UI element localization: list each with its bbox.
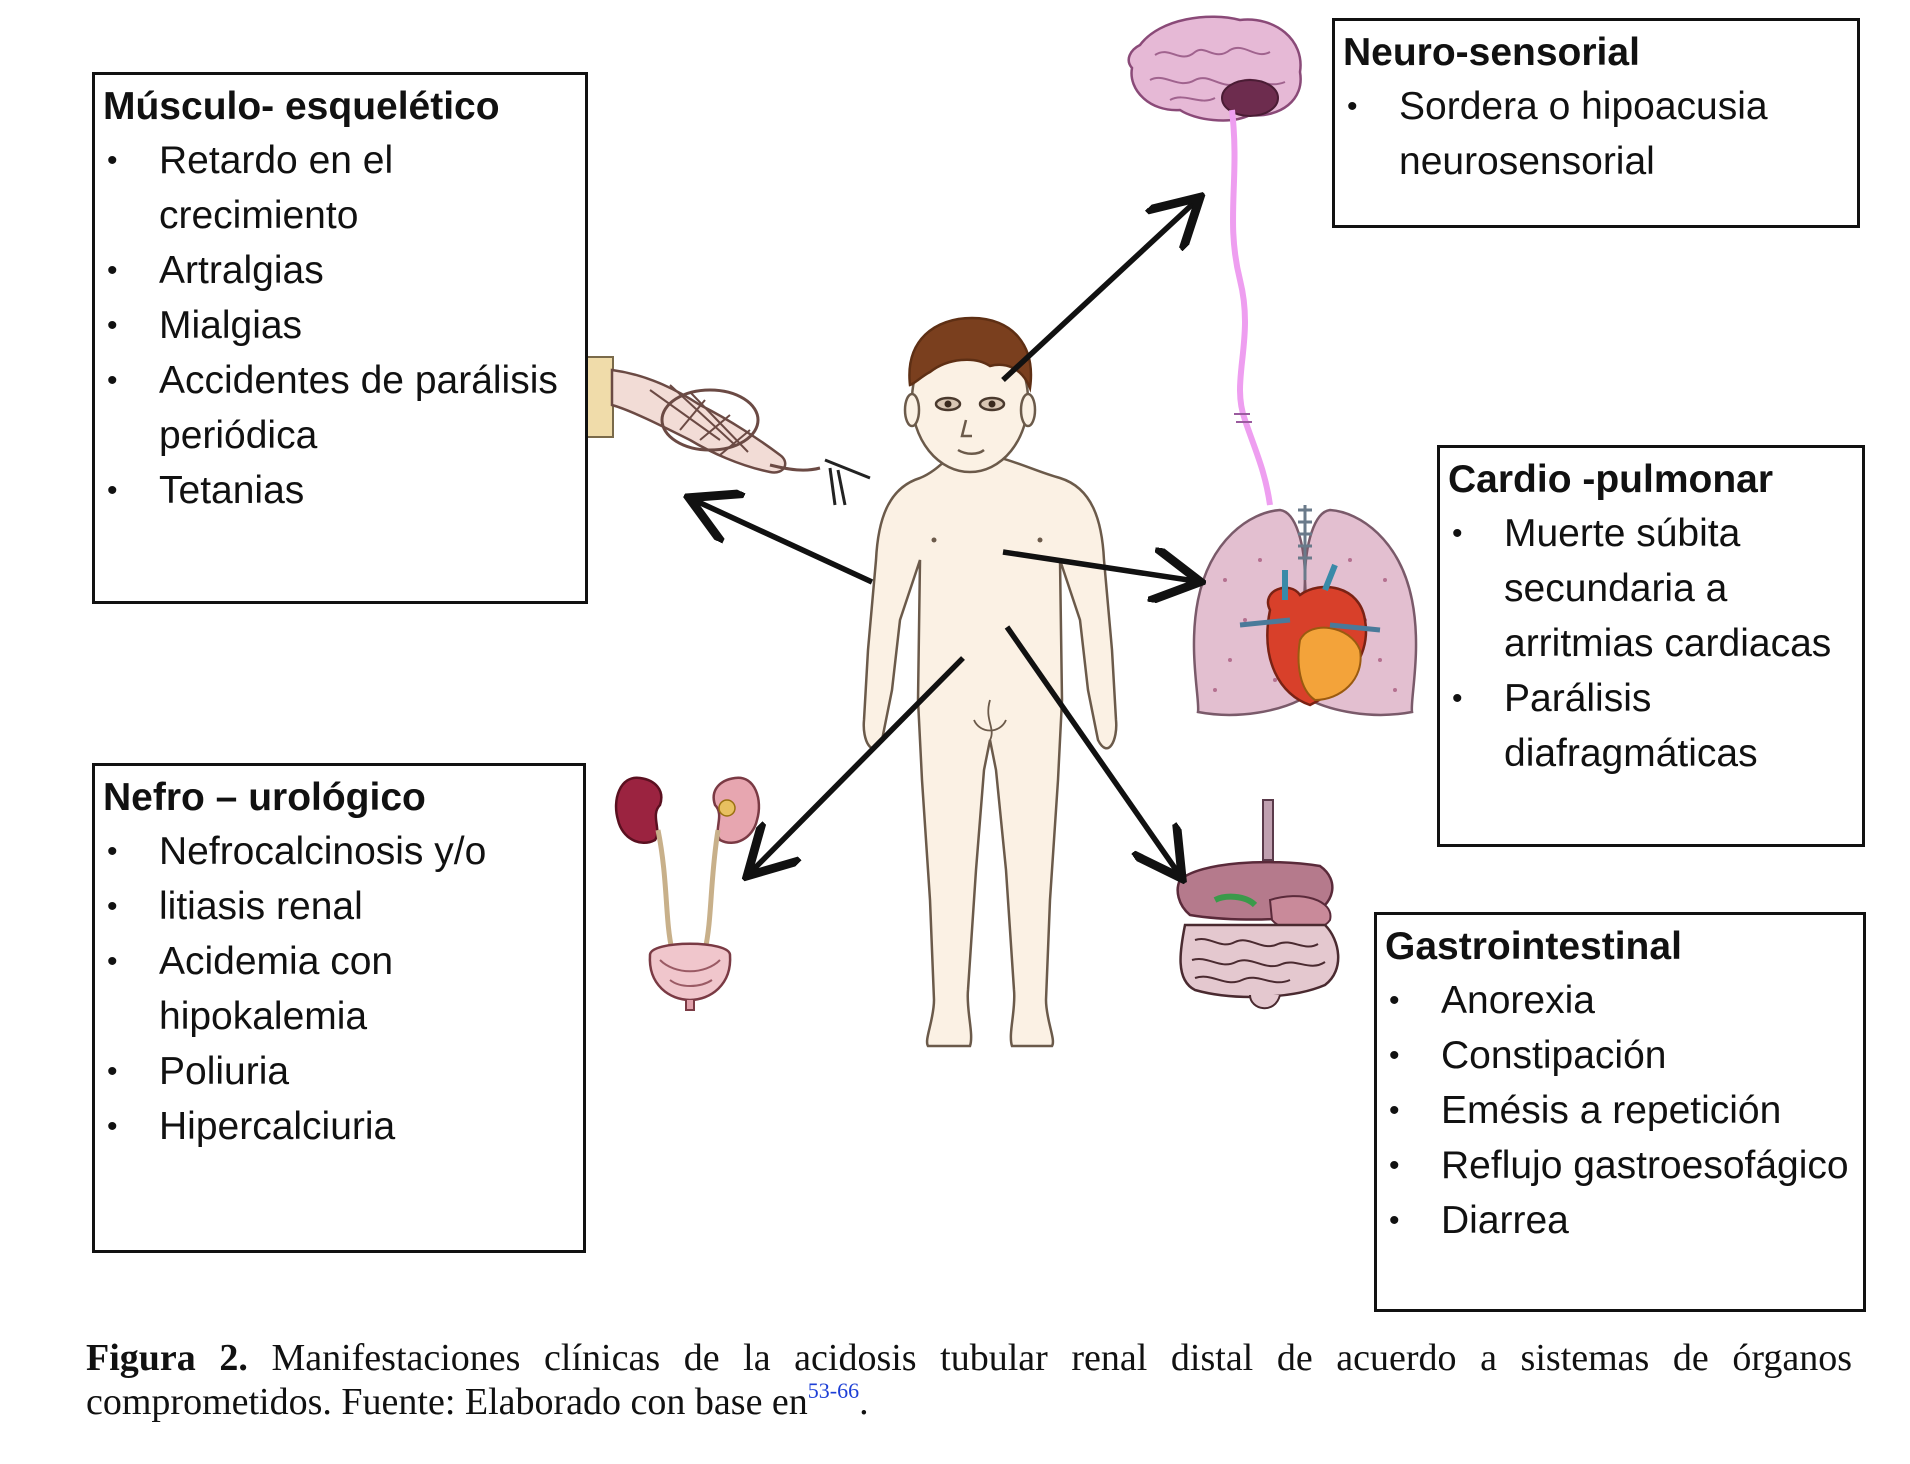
box-title: Neuro-sensorial bbox=[1343, 31, 1640, 74]
list-item: Mialgias bbox=[103, 298, 575, 353]
brain-illustration bbox=[1127, 15, 1302, 506]
list-item: Emésis a repetición bbox=[1385, 1083, 1853, 1138]
list-item: Tetanias bbox=[103, 463, 575, 518]
lungs-heart-illustration bbox=[1192, 505, 1418, 717]
box-title: Nefro – urológico bbox=[103, 776, 426, 819]
arrow-neuro bbox=[1001, 201, 1196, 383]
list-item: Acidemia con hipokalemia bbox=[103, 934, 573, 1044]
list-item: Hipercalciuria bbox=[103, 1099, 573, 1154]
box-cardio-pulmonar: Cardio -pulmonar Muerte súbita secundari… bbox=[1437, 445, 1865, 847]
caption-label: Figura 2. bbox=[86, 1337, 248, 1379]
symptom-list: Sordera o hipoacusia neurosensorial bbox=[1343, 79, 1847, 189]
box-nefro-urologico: Nefro – urológico Nefrocalcinosis y/o li… bbox=[92, 763, 586, 1253]
digestive-illustration bbox=[1176, 799, 1340, 1010]
symptom-list: Anorexia Constipación Emésis a repetició… bbox=[1385, 973, 1853, 1248]
box-neuro-sensorial: Neuro-sensorial Sordera o hipoacusia neu… bbox=[1332, 18, 1860, 228]
caption-end: . bbox=[859, 1381, 869, 1423]
muscle-illustration bbox=[584, 356, 871, 506]
list-item: Anorexia bbox=[1385, 973, 1853, 1028]
arrow-musculo bbox=[694, 500, 874, 585]
symptom-list: Nefrocalcinosis y/o litiasis renal Acide… bbox=[103, 824, 573, 1154]
list-item: Retardo en el crecimiento bbox=[103, 133, 575, 243]
symptom-list: Muerte súbita secundaria a arritmias car… bbox=[1448, 506, 1852, 781]
arrow-gastro bbox=[1004, 625, 1179, 874]
list-item: Muerte súbita secundaria a arritmias car… bbox=[1448, 506, 1852, 671]
box-title: Cardio -pulmonar bbox=[1448, 458, 1774, 501]
list-item: Diarrea bbox=[1385, 1193, 1853, 1248]
arrow-cardio bbox=[1002, 552, 1195, 581]
list-item: Artralgias bbox=[103, 243, 575, 298]
caption-reference[interactable]: 53-66 bbox=[807, 1378, 860, 1403]
arrows bbox=[694, 201, 1196, 874]
symptom-list: Retardo en el crecimiento Artralgias Mia… bbox=[103, 133, 575, 518]
box-musculo-esqueletico: Músculo- esquelético Retardo en el creci… bbox=[92, 72, 588, 604]
arrow-nefro bbox=[751, 656, 965, 872]
caption-text: Manifestaciones clínicas de la acidosis … bbox=[86, 1337, 1852, 1423]
list-item: Parálisis diafragmáticas bbox=[1448, 671, 1852, 781]
list-item: Constipación bbox=[1385, 1028, 1853, 1083]
child-figure bbox=[862, 316, 1118, 1048]
kidneys-bladder-illustration bbox=[614, 776, 761, 1011]
list-item: Accidentes de parálisis periódica bbox=[103, 353, 575, 463]
box-title: Gastrointestinal bbox=[1385, 925, 1682, 968]
box-gastrointestinal: Gastrointestinal Anorexia Constipación E… bbox=[1374, 912, 1866, 1312]
box-title: Músculo- esquelético bbox=[103, 85, 500, 128]
list-item: Reflujo gastroesofágico bbox=[1385, 1138, 1853, 1193]
figure-caption: Figura 2. Manifestaciones clínicas de la… bbox=[86, 1336, 1852, 1424]
list-item: litiasis renal bbox=[103, 879, 573, 934]
list-item: Sordera o hipoacusia neurosensorial bbox=[1343, 79, 1847, 189]
list-item: Poliuria bbox=[103, 1044, 573, 1099]
list-item: Nefrocalcinosis y/o bbox=[103, 824, 573, 879]
